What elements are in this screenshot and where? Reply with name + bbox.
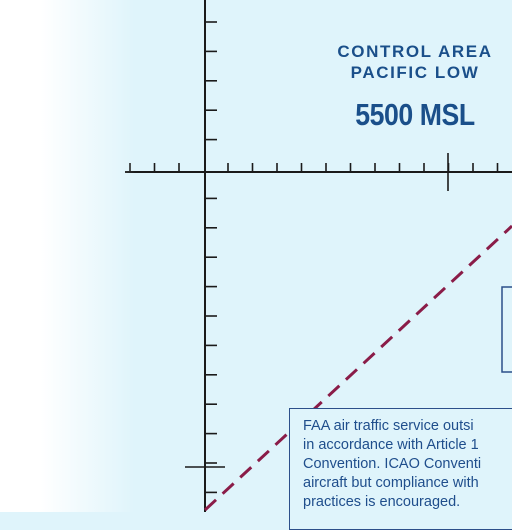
notice-box: FAA air traffic service outsi in accorda…: [289, 408, 512, 530]
notice-line: aircraft but compliance with: [303, 475, 479, 491]
chart-canvas: [125, 0, 512, 512]
altitude-label: 5500 MSL: [355, 97, 475, 132]
control-area-name: CONTROL AREA: [337, 42, 493, 61]
notice-line: FAA air traffic service outsi: [303, 418, 474, 434]
notice-line: Convention. ICAO Conventi: [303, 456, 482, 472]
graticule-ticks: [129, 21, 499, 494]
right-edge-box: [501, 286, 512, 373]
airspace-boundary-dashed: [203, 224, 512, 512]
notice-line: in accordance with Article 1: [303, 437, 479, 453]
left-edge-fade: [0, 0, 135, 512]
notice-line: practices is encouraged.: [303, 494, 461, 510]
control-area-subname: PACIFIC LOW: [350, 63, 480, 82]
